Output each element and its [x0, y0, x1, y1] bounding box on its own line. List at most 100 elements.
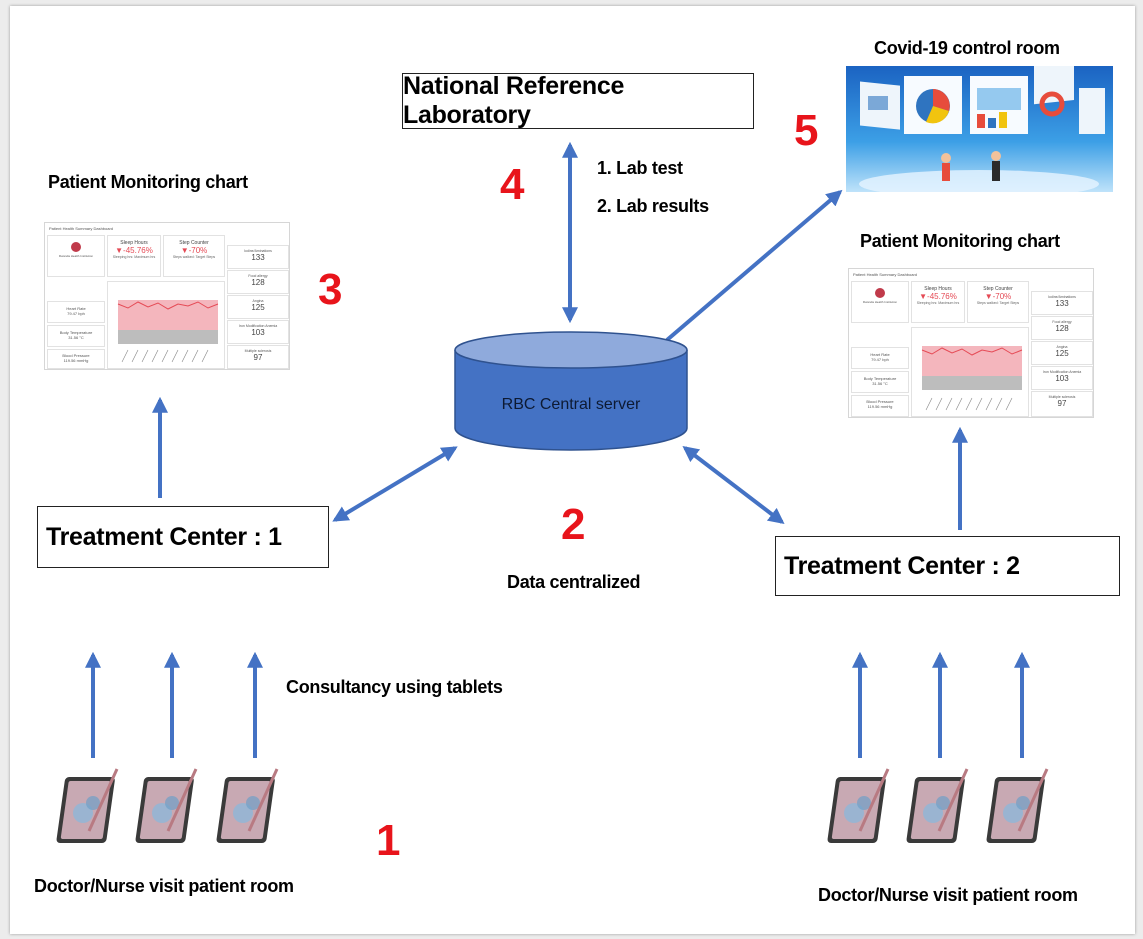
patient-dashboard-right: Patient Health Summary Dashboard Rwanda …	[848, 268, 1094, 418]
doctor-visit-left-label: Doctor/Nurse visit patient room	[34, 876, 294, 896]
step-number-1: 1	[376, 816, 401, 865]
heart-rate-panel: Heart Rate 79.47 bph	[47, 301, 105, 323]
side-item-4-label: Iron Modification Anemia	[1042, 370, 1082, 374]
blood-pressure-label: Blood Pressure	[62, 353, 90, 358]
blood-pressure-panel: Blood Pressure 119.56 mmHg	[47, 349, 105, 369]
tablet-icon-right-2	[906, 768, 969, 843]
patient-chart-left-title: Patient Monitoring chart	[48, 172, 248, 192]
step-number-3: 3	[318, 265, 343, 314]
body-temp-label: Body Temperature	[863, 376, 897, 381]
side-item-1: Iodine/Aminations 133	[1031, 291, 1093, 315]
vitals-plot	[911, 327, 1029, 417]
data-centralized-label: Data centralized	[507, 572, 641, 592]
hospital-name: Rwanda Health Institution	[862, 300, 898, 304]
side-item-5: Multiple sclerosis 97	[1031, 391, 1093, 417]
blood-pressure-panel: Blood Pressure 119.56 mmHg	[851, 395, 909, 417]
treatment-center-2-box: Treatment Center : 2	[775, 536, 1120, 596]
heart-rate-label: Heart Rate	[66, 306, 86, 311]
side-item-2-value: 128	[251, 278, 265, 287]
side-item-2-value: 128	[1055, 324, 1069, 333]
sleep-hours-card: Sleep Hours ▼-45.76% Sleeping hrs: Maxim…	[911, 281, 965, 323]
tablet-icon-left-2	[135, 768, 198, 843]
side-item-5-value: 97	[253, 353, 263, 362]
side-item-2: Food allergy 128	[227, 270, 289, 294]
heart-rate-value: 79.47 bph	[67, 311, 85, 316]
vitals-plot-graphic	[921, 346, 1023, 411]
side-item-1-value: 133	[251, 253, 265, 262]
dashboard-title: Patient Health Summary Dashboard	[853, 272, 918, 277]
side-item-2: Food allergy 128	[1031, 316, 1093, 340]
body-temp-panel: Body Temperature 31.56 °C	[47, 325, 105, 347]
step-counter-value: ▼-70%	[984, 292, 1012, 301]
blood-pressure-label: Blood Pressure	[866, 399, 894, 404]
blood-pressure-value: 119.56 mmHg	[867, 404, 893, 409]
step-number-5: 5	[794, 106, 819, 155]
side-item-3: Angina 125	[1031, 341, 1093, 365]
side-item-3: Angina 125	[227, 295, 289, 319]
side-item-5-value: 97	[1057, 399, 1067, 408]
vitals-plot	[107, 281, 225, 369]
side-item-1-value: 133	[1055, 299, 1069, 308]
step-number-2: 2	[561, 500, 586, 549]
sleep-hours-sub: Sleeping hrs: Maximum hrs	[916, 301, 960, 305]
heart-rate-panel: Heart Rate 79.47 bph	[851, 347, 909, 369]
side-item-5-label: Multiple sclerosis	[1048, 395, 1076, 399]
heart-rate-label: Heart Rate	[870, 352, 890, 357]
step-counter-value: ▼-70%	[180, 246, 208, 255]
side-item-1-label: Iodine/Aminations	[244, 249, 272, 253]
covid-control-room-title: Covid-19 control room	[874, 38, 1060, 58]
control-room-image	[846, 66, 1113, 192]
tablet-icon-left-1	[56, 768, 119, 843]
heart-rate-value: 79.47 bph	[871, 357, 889, 362]
hospital-logo-panel: Rwanda Health Institution	[47, 235, 105, 277]
tablet-icon-right-1	[827, 768, 890, 843]
side-item-5-label: Multiple sclerosis	[244, 349, 272, 353]
patient-chart-right-title: Patient Monitoring chart	[860, 231, 1060, 251]
step-counter-card: Step Counter ▼-70% Steps walked: Target …	[967, 281, 1029, 323]
side-item-4: Iron Modification Anemia 103	[1031, 366, 1093, 390]
step-counter-card: Step Counter ▼-70% Steps walked: Target …	[163, 235, 225, 277]
side-item-3-value: 125	[251, 303, 265, 312]
arrow-tc1-server	[332, 446, 458, 522]
national-lab-label: National Reference Laboratory	[403, 72, 625, 129]
sleep-hours-label: Sleep Hours	[120, 240, 148, 246]
step-number-4: 4	[500, 160, 525, 209]
side-item-4-label: Iron Modification Anemia	[238, 324, 278, 328]
national-lab-box: National Reference Laboratory	[402, 72, 754, 129]
rbc-server-label: RBC Central server	[501, 396, 641, 413]
hospital-logo-panel: Rwanda Health Institution	[851, 281, 909, 323]
arrow-server-tc2	[682, 446, 785, 524]
sleep-hours-card: Sleep Hours ▼-45.76% Sleeping hrs: Maxim…	[107, 235, 161, 277]
dashboard-title: Patient Health Summary Dashboard	[49, 226, 114, 231]
side-item-4-value: 103	[251, 328, 265, 337]
body-temp-value: 31.56 °C	[68, 335, 84, 340]
step-counter-sub: Steps walked: Target Steps	[172, 255, 216, 259]
treatment-center-1-box: Treatment Center : 1	[37, 506, 329, 568]
step-counter-label: Step Counter	[179, 240, 209, 246]
side-item-2-label: Food allergy	[248, 274, 268, 278]
body-temp-panel: Body Temperature 31.56 °C	[851, 371, 909, 393]
side-item-2-label: Food allergy	[1052, 320, 1072, 324]
arrow-server-control-room	[665, 189, 843, 342]
sleep-hours-label: Sleep Hours	[924, 286, 952, 292]
side-item-4: Iron Modification Anemia 103	[227, 320, 289, 344]
sleep-hours-value: ▼-45.76%	[919, 292, 957, 301]
hospital-name: Rwanda Health Institution	[58, 254, 94, 258]
side-item-5: Multiple sclerosis 97	[227, 345, 289, 369]
vitals-plot-graphic	[117, 300, 219, 363]
hospital-logo-icon	[71, 242, 81, 252]
step-counter-sub: Steps walked: Target Steps	[976, 301, 1020, 305]
treatment-center-1-label: Treatment Center : 1	[46, 522, 282, 551]
step-counter-label: Step Counter	[983, 286, 1013, 292]
body-temp-label: Body Temperature	[59, 330, 93, 335]
rbc-server-cylinder	[454, 331, 688, 451]
side-item-4-value: 103	[1055, 374, 1069, 383]
lab-step-2: 2. Lab results	[597, 196, 709, 216]
treatment-center-2-label: Treatment Center : 2	[784, 551, 1020, 580]
blood-pressure-value: 119.56 mmHg	[63, 358, 89, 363]
hospital-logo-icon	[875, 288, 885, 298]
patient-dashboard-left: Patient Health Summary Dashboard Rwanda …	[44, 222, 290, 370]
body-temp-value: 31.56 °C	[872, 381, 888, 386]
